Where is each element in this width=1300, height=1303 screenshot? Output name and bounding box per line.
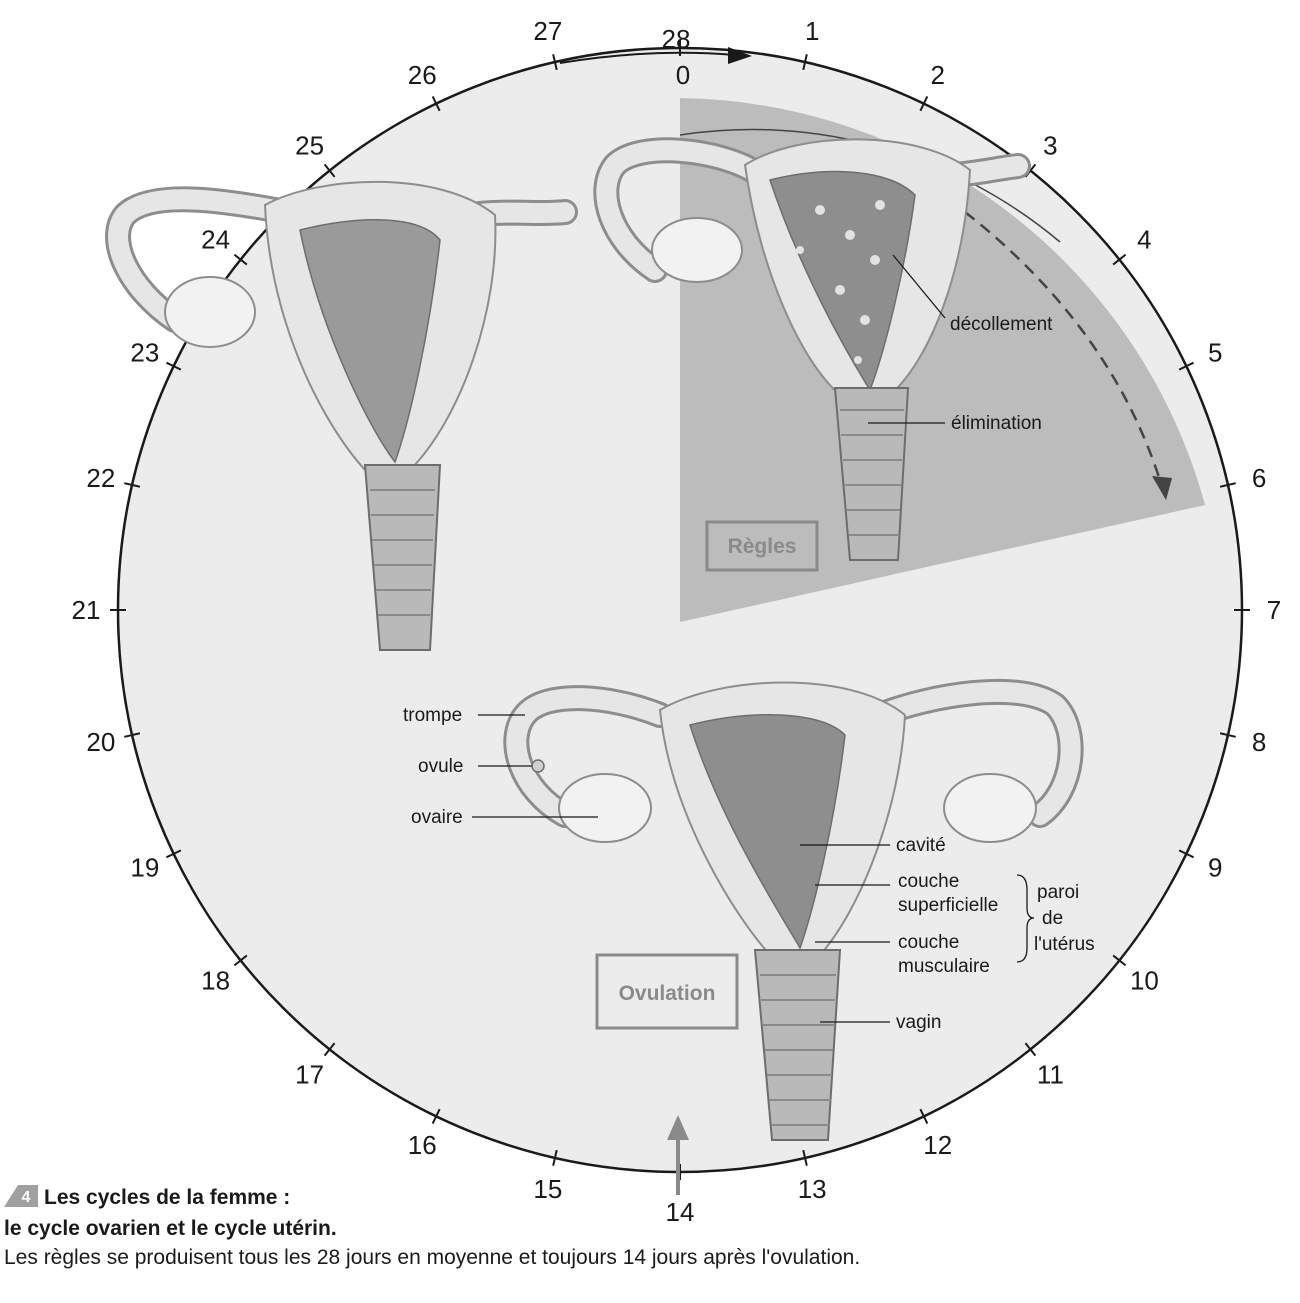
day-label-25: 25 — [295, 131, 324, 161]
day-tick — [431, 96, 441, 112]
day-label-7: 7 — [1267, 595, 1281, 625]
day-label-19: 19 — [130, 853, 159, 883]
regles-label: Règles — [728, 535, 797, 558]
day-tick — [552, 54, 558, 71]
cycle-start-arrowhead — [728, 47, 752, 64]
ovulation-arrowhead — [667, 1115, 689, 1140]
label-decollement: décollement — [950, 314, 1053, 335]
label-ovule: ovule — [418, 756, 463, 777]
day-tick — [1024, 1042, 1037, 1057]
day-label-16: 16 — [408, 1130, 437, 1160]
label-paroi-3: l'utérus — [1034, 934, 1095, 955]
label-ovaire: ovaire — [411, 807, 463, 828]
label-paroi-2: de — [1042, 908, 1063, 929]
figure-number-badge: 4 — [4, 1185, 38, 1207]
day-tick — [233, 954, 248, 967]
regles-dashed-arrowhead — [1152, 476, 1172, 500]
day-tick — [124, 482, 141, 488]
day-label-4: 4 — [1137, 225, 1151, 255]
label-elimination: élimination — [951, 413, 1042, 434]
day-tick — [1219, 482, 1236, 488]
day-label-9: 9 — [1208, 853, 1222, 883]
day-tick — [166, 849, 182, 859]
label-vagin: vagin — [896, 1012, 941, 1033]
leader-lines — [472, 254, 1035, 1023]
regles-box: Règles — [705, 520, 819, 572]
cycle-start-arrow — [559, 51, 736, 64]
day-label-5: 5 — [1208, 337, 1222, 367]
day-tick — [233, 253, 248, 266]
day-tick — [802, 1149, 808, 1166]
ovary-illustration-1 — [164, 276, 256, 348]
day-label-10: 10 — [1130, 965, 1159, 995]
day-tick — [919, 96, 929, 112]
day-label-17: 17 — [295, 1059, 324, 1089]
day-tick — [802, 54, 808, 71]
day-tick — [1178, 361, 1194, 371]
ovule-illustration — [531, 759, 545, 773]
day-label-2: 2 — [930, 60, 944, 90]
caption-title-1: Les cycles de la femme : — [44, 1186, 291, 1209]
ovary-illustration-2 — [651, 217, 743, 283]
label-couche-superficielle-2: superficielle — [898, 895, 998, 916]
uterus-luteal-illustration — [105, 180, 578, 651]
day-tick — [1178, 849, 1194, 859]
day-label-21: 21 — [72, 595, 101, 625]
day-tick — [323, 1042, 336, 1057]
day-label-3: 3 — [1043, 131, 1057, 161]
day-tick — [552, 1149, 558, 1166]
day-label-18: 18 — [201, 965, 230, 995]
ovary-illustration-4 — [943, 773, 1037, 843]
day-tick — [431, 1108, 441, 1124]
uterus-menstruation-illustration — [593, 137, 1031, 561]
day-label-12: 12 — [923, 1130, 952, 1160]
caption-text: Les règles se produisent tous les 28 jou… — [4, 1246, 861, 1269]
day-label-13: 13 — [798, 1174, 827, 1204]
day-labels: 0123456789101112131415161718192021222324… — [72, 16, 1282, 1227]
label-trompe: trompe — [403, 705, 462, 726]
ovulation-box: Ovulation — [595, 953, 739, 1030]
figure-caption: 4 Les cycles de la femme : le cycle ovar… — [4, 1183, 1204, 1272]
day-label-11: 11 — [1037, 1059, 1064, 1089]
label-paroi-1: paroi — [1037, 882, 1079, 903]
label-couche-superficielle-1: couche — [898, 871, 959, 892]
day-label-22: 22 — [86, 463, 115, 493]
day-label-15: 15 — [533, 1174, 562, 1204]
day-label-28: 28 — [662, 24, 691, 54]
label-couche-musculaire-1: couche — [898, 932, 959, 953]
caption-title-line2: le cycle ovarien et le cycle utérin. — [4, 1217, 337, 1240]
label-cavite: cavité — [896, 835, 946, 856]
day-label-23: 23 — [130, 337, 159, 367]
day-label-20: 20 — [86, 727, 115, 757]
day-label-14: 14 — [666, 1197, 695, 1227]
caption-title-line1: 4 Les cycles de la femme : — [4, 1183, 1204, 1214]
figure-number: 4 — [22, 1189, 31, 1206]
day-label-0: 0 — [676, 60, 690, 90]
day-tick — [124, 732, 141, 738]
uterus-ovulation-illustration — [503, 678, 1084, 1141]
day-tick — [1219, 732, 1236, 738]
day-label-8: 8 — [1252, 727, 1266, 757]
day-tick — [1112, 954, 1127, 967]
day-label-6: 6 — [1252, 463, 1266, 493]
day-tick — [166, 361, 182, 371]
day-label-26: 26 — [408, 60, 437, 90]
day-tick — [919, 1108, 929, 1124]
day-tick — [323, 163, 336, 178]
label-couche-musculaire-2: musculaire — [898, 956, 990, 977]
day-tick — [1112, 253, 1127, 266]
day-label-24: 24 — [201, 225, 230, 255]
day-label-27: 27 — [533, 16, 562, 46]
ovulation-label: Ovulation — [619, 982, 716, 1005]
ovary-illustration-3 — [558, 773, 652, 843]
regles-dashed-arrow — [964, 211, 1165, 491]
day-label-1: 1 — [805, 16, 819, 46]
